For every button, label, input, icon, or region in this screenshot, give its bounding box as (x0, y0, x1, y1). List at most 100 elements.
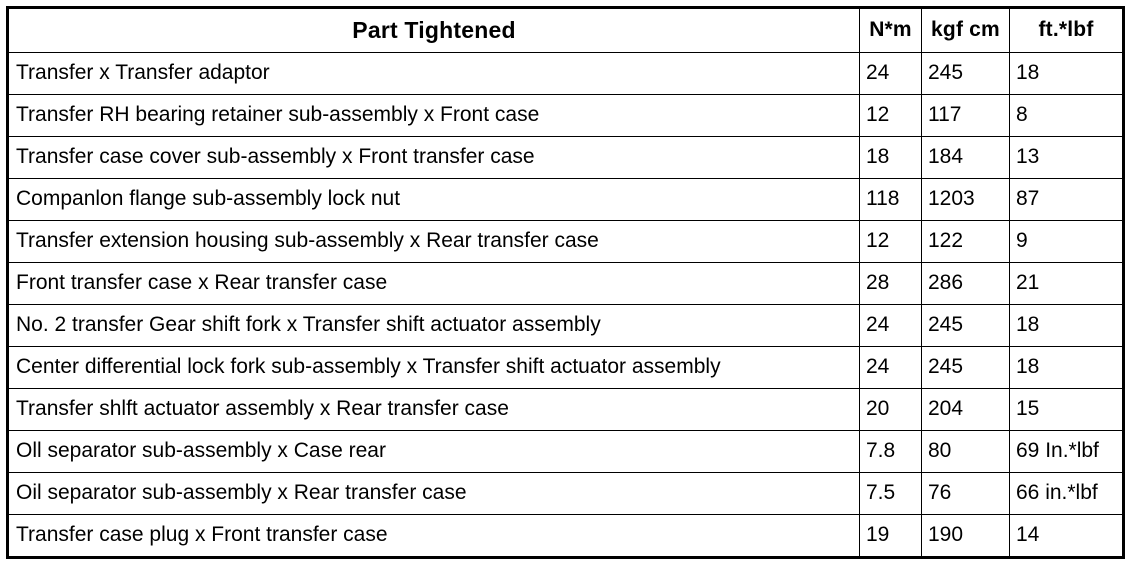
torque-specification-table: Part Tightened N*m kgf cm ft.*lbf Transf… (6, 6, 1125, 559)
cell-kgf-text: 286 (928, 271, 964, 295)
column-header-kgf: kgf cm (921, 7, 1010, 53)
cell-nm: 12 (859, 94, 922, 137)
cell-part-text: Transfer case cover sub-assembly x Front… (16, 145, 535, 169)
cell-ftlbf-text: 21 (1016, 271, 1040, 295)
cell-nm: 7.8 (859, 430, 922, 473)
cell-part: Companlon flange sub-assembly lock nut (7, 178, 860, 221)
cell-nm-text: 24 (866, 313, 890, 337)
cell-kgf-text: 245 (928, 313, 964, 337)
cell-ftlbf: 8 (1009, 94, 1124, 137)
cell-nm: 24 (859, 52, 922, 95)
cell-ftlbf-text: 9 (1016, 229, 1028, 253)
table-row: Transfer extension housing sub-assembly … (7, 220, 1124, 263)
cell-nm: 24 (859, 304, 922, 347)
cell-part-text: Transfer RH bearing retainer sub-assembl… (16, 103, 540, 127)
column-header-ftlbf: ft.*lbf (1009, 7, 1124, 53)
cell-part-text: Front transfer case x Rear transfer case (16, 271, 388, 295)
cell-nm: 19 (859, 514, 922, 558)
cell-nm-text: 24 (866, 61, 890, 85)
cell-kgf-text: 190 (928, 523, 964, 547)
cell-kgf: 184 (921, 136, 1010, 179)
table-header-row: Part Tightened N*m kgf cm ft.*lbf (7, 7, 1124, 53)
cell-kgf-text: 80 (928, 439, 952, 463)
cell-nm: 24 (859, 346, 922, 389)
table-row: No. 2 transfer Gear shift fork x Transfe… (7, 304, 1124, 347)
cell-part-text: Oil separator sub-assembly x Rear transf… (16, 481, 467, 505)
table-row: Companlon flange sub-assembly lock nut 11… (7, 178, 1124, 221)
cell-kgf: 204 (921, 388, 1010, 431)
cell-part-text: Transfer case plug x Front transfer case (16, 523, 388, 547)
cell-kgf: 122 (921, 220, 1010, 263)
cell-ftlbf: 14 (1009, 514, 1124, 558)
column-header-nm: N*m (859, 7, 922, 53)
table-row: Transfer case cover sub-assembly x Front… (7, 136, 1124, 179)
cell-ftlbf-text: 18 (1016, 313, 1040, 337)
cell-ftlbf: 18 (1009, 304, 1124, 347)
cell-ftlbf: 18 (1009, 346, 1124, 389)
cell-kgf-text: 184 (928, 145, 964, 169)
cell-part: No. 2 transfer Gear shift fork x Transfe… (7, 304, 860, 347)
table-row: Transfer case plug x Front transfer case… (7, 514, 1124, 558)
cell-nm: 12 (859, 220, 922, 263)
cell-part-text: Companlon flange sub-assembly lock nut (16, 187, 401, 211)
cell-part: Transfer extension housing sub-assembly … (7, 220, 860, 263)
table-header: Part Tightened N*m kgf cm ft.*lbf (7, 7, 1124, 53)
cell-kgf: 245 (921, 346, 1010, 389)
cell-part: Transfer x Transfer adaptor (7, 52, 860, 95)
cell-part: Center differential lock fork sub-assemb… (7, 346, 860, 389)
cell-nm-text: 7.8 (866, 439, 896, 463)
table-row: Oll separator sub-assembly x Case rear 7.… (7, 430, 1124, 473)
cell-nm-text: 18 (866, 145, 890, 169)
cell-ftlbf: 66 in.*lbf (1009, 472, 1124, 515)
cell-part: Transfer shlft actuator assembly x Rear … (7, 388, 860, 431)
cell-nm-text: 28 (866, 271, 890, 295)
cell-nm: 18 (859, 136, 922, 179)
cell-part-text: Oll separator sub-assembly x Case rear (16, 439, 386, 463)
cell-nm-text: 118 (866, 187, 900, 211)
cell-part: Transfer case plug x Front transfer case (7, 514, 860, 558)
cell-ftlbf-text: 69 In.*lbf (1016, 439, 1099, 463)
cell-kgf: 245 (921, 304, 1010, 347)
cell-kgf-text: 204 (928, 397, 964, 421)
cell-part-text: No. 2 transfer Gear shift fork x Transfe… (16, 313, 601, 337)
cell-ftlbf: 15 (1009, 388, 1124, 431)
cell-ftlbf: 87 (1009, 178, 1124, 221)
cell-kgf: 76 (921, 472, 1010, 515)
cell-kgf-text: 117 (928, 103, 962, 127)
cell-nm: 118 (859, 178, 922, 221)
cell-ftlbf-text: 14 (1016, 523, 1040, 547)
cell-kgf: 190 (921, 514, 1010, 558)
cell-ftlbf: 18 (1009, 52, 1124, 95)
cell-nm-text: 7.5 (866, 481, 896, 505)
cell-kgf-text: 1203 (928, 187, 975, 211)
cell-part-text: Transfer x Transfer adaptor (16, 61, 270, 85)
cell-part-text: Transfer shlft actuator assembly x Rear … (16, 397, 509, 421)
cell-nm: 20 (859, 388, 922, 431)
cell-nm-text: 19 (866, 523, 890, 547)
cell-nm: 7.5 (859, 472, 922, 515)
cell-part: Transfer case cover sub-assembly x Front… (7, 136, 860, 179)
cell-ftlbf: 13 (1009, 136, 1124, 179)
cell-kgf: 286 (921, 262, 1010, 305)
cell-kgf: 80 (921, 430, 1010, 473)
cell-nm: 28 (859, 262, 922, 305)
column-header-part: Part Tightened (7, 7, 860, 53)
cell-ftlbf-text: 13 (1016, 145, 1040, 169)
cell-kgf: 117 (921, 94, 1010, 137)
table-row: Transfer shlft actuator assembly x Rear … (7, 388, 1124, 431)
cell-part: Oll separator sub-assembly x Case rear (7, 430, 860, 473)
cell-ftlbf-text: 15 (1016, 397, 1040, 421)
cell-ftlbf-text: 18 (1016, 355, 1040, 379)
cell-kgf-text: 76 (928, 481, 952, 505)
table-row: Transfer RH bearing retainer sub-assembl… (7, 94, 1124, 137)
cell-ftlbf-text: 66 in.*lbf (1016, 481, 1098, 505)
table-row: Front transfer case x Rear transfer case… (7, 262, 1124, 305)
cell-kgf: 1203 (921, 178, 1010, 221)
cell-ftlbf-text: 87 (1016, 187, 1040, 211)
cell-part: Transfer RH bearing retainer sub-assembl… (7, 94, 860, 137)
cell-nm-text: 12 (866, 229, 890, 253)
cell-nm-text: 24 (866, 355, 890, 379)
